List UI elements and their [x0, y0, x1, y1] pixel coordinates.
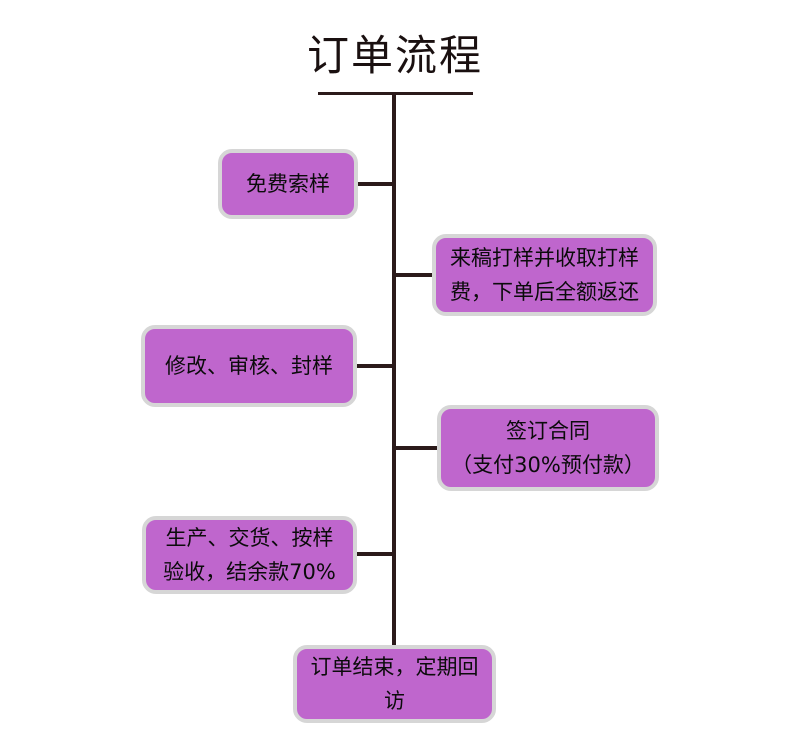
- page-title: 订单流程: [306, 31, 483, 80]
- process-node-free-sample[interactable]: 免费索样: [218, 149, 358, 219]
- process-node-label: 订单结束，定期回访: [310, 655, 479, 713]
- connector-to-node-4: [392, 446, 439, 450]
- connector-to-node-5: [355, 552, 394, 556]
- connector-to-node-1: [355, 182, 394, 186]
- process-node-revise-review-seal[interactable]: 修改、审核、封样: [141, 325, 357, 407]
- process-node-label: 免费索样: [246, 172, 330, 196]
- process-node-proofing-fee[interactable]: 来稿打样并收取打样 费，下单后全额返还: [432, 234, 657, 316]
- process-node-label: 来稿打样并收取打样 费，下单后全额返还: [450, 246, 639, 304]
- connector-to-node-3: [355, 364, 394, 368]
- process-node-sign-contract[interactable]: 签订合同 （支付30%预付款）: [437, 405, 659, 491]
- process-node-order-complete[interactable]: 订单结束，定期回访: [293, 645, 496, 723]
- connector-to-node-2: [392, 273, 434, 277]
- process-node-label: 签订合同 （支付30%预付款）: [451, 419, 645, 477]
- process-node-production-delivery[interactable]: 生产、交货、按样 验收，结余款70%: [142, 516, 357, 594]
- title-underline-rule: [318, 92, 473, 95]
- timeline-spine-line: [392, 94, 396, 650]
- process-node-label: 生产、交货、按样 验收，结余款70%: [163, 526, 336, 584]
- process-node-label: 修改、审核、封样: [165, 354, 333, 378]
